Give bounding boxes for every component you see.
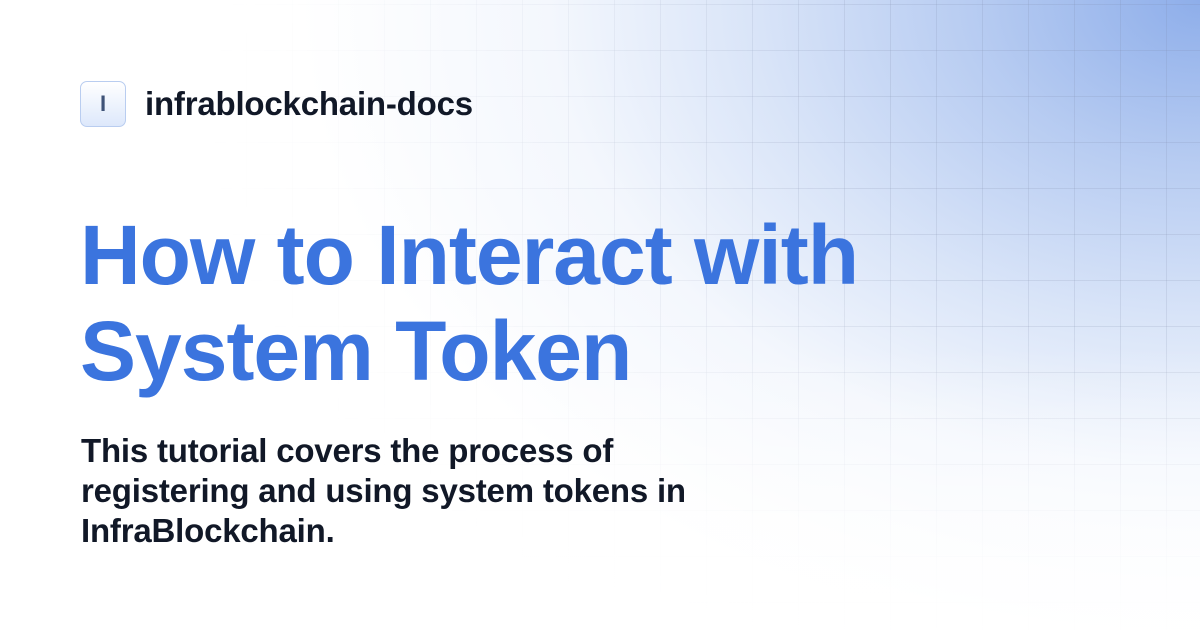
page-title-line-2: System Token: [80, 304, 632, 398]
page-description-line-2: registering and using system tokens in: [81, 472, 686, 509]
site-logo-icon: I: [80, 81, 126, 127]
site-name: infrablockchain-docs: [145, 85, 473, 122]
page-description: This tutorial covers the process of regi…: [81, 431, 841, 551]
site-brand[interactable]: I infrablockchain-docs: [80, 80, 473, 128]
site-logo-letter: I: [99, 91, 107, 116]
page-description-line-3: InfraBlockchain.: [81, 512, 335, 549]
page-title-line-1: How to Interact with: [80, 208, 859, 302]
page-title: How to Interact with System Token: [80, 207, 1140, 399]
page-description-line-1: This tutorial covers the process of: [81, 432, 614, 469]
